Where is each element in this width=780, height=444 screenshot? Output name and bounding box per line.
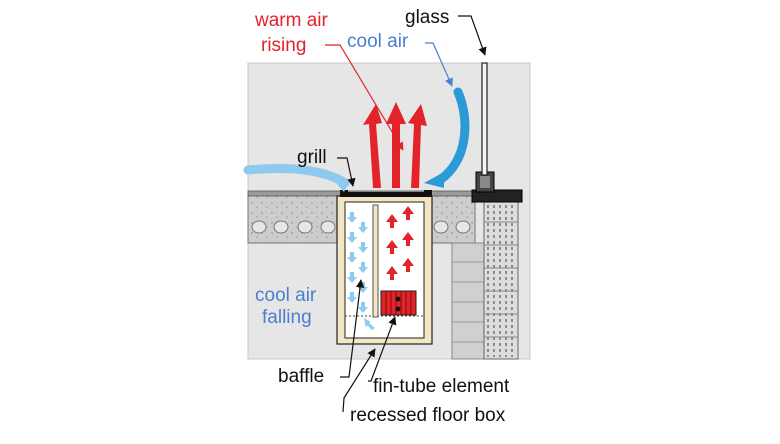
label-warm-air-line2: rising — [261, 35, 307, 56]
inner-cool-arrows — [347, 212, 375, 330]
label-recessed-floor-box: recessed floor box — [350, 405, 506, 426]
fin-tube-element — [380, 290, 417, 316]
label-baffle: baffle — [278, 366, 325, 387]
warm-air-arrows — [363, 102, 427, 188]
concrete-slab-left — [247, 194, 346, 244]
label-fin-tube-element: fin-tube element — [373, 376, 510, 397]
label-grill: grill — [297, 147, 327, 168]
label-cool-air-falling-line1: cool air — [255, 285, 317, 306]
leader-lines — [325, 15, 487, 413]
slab-voids — [251, 220, 471, 234]
concrete-slab-right — [428, 194, 476, 244]
label-warm-air-line1: warm air — [255, 10, 328, 31]
floor-cool-air-arrow — [243, 164, 350, 192]
baffle-plate — [372, 204, 379, 318]
cool-air-curve-arrow — [424, 87, 470, 188]
inner-warm-arrows — [386, 206, 414, 280]
window-sill — [471, 171, 523, 203]
block-wall — [451, 199, 519, 360]
grill — [340, 190, 432, 197]
label-cool-air-falling-line2: falling — [262, 307, 312, 328]
label-cool-air-top: cool air — [347, 31, 409, 52]
glass-pane — [481, 62, 488, 176]
label-glass: glass — [405, 7, 450, 28]
